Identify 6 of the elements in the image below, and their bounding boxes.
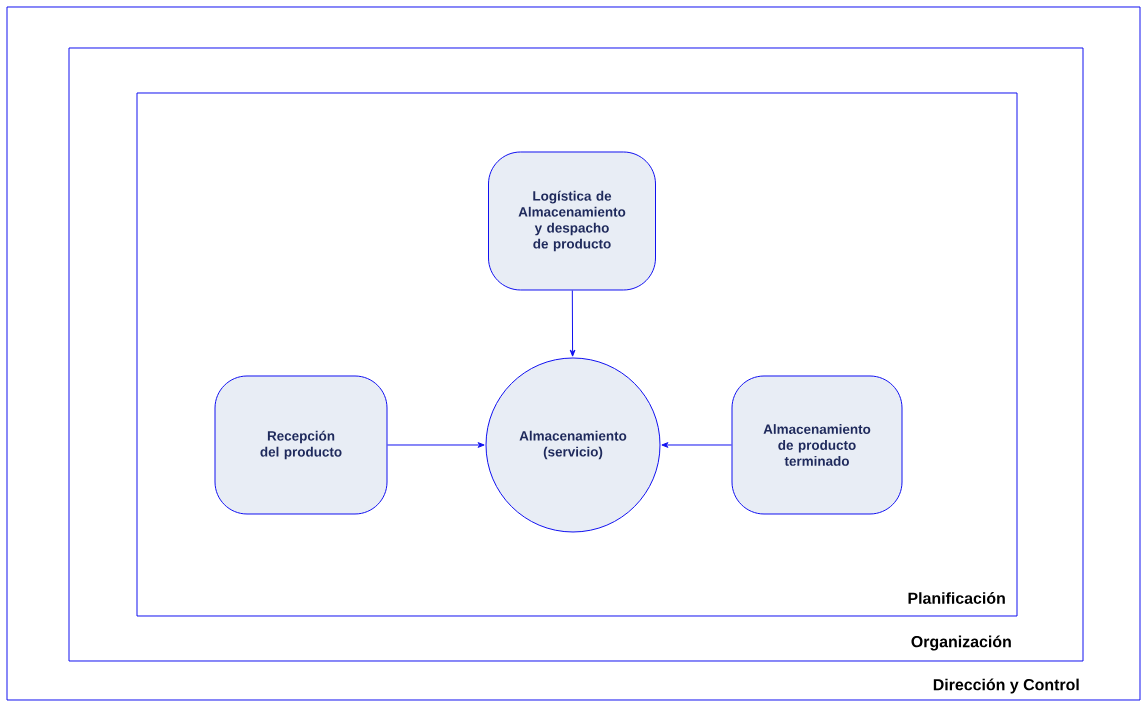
arrow bbox=[661, 442, 732, 448]
arrow bbox=[569, 290, 576, 357]
process-box: Almacenamiento de producto terminado bbox=[731, 375, 903, 515]
process-box: Logística de Almacenamiento y despacho de producto bbox=[488, 151, 656, 291]
arrow bbox=[387, 442, 485, 448]
process-box: Recepción del producto bbox=[214, 375, 388, 515]
